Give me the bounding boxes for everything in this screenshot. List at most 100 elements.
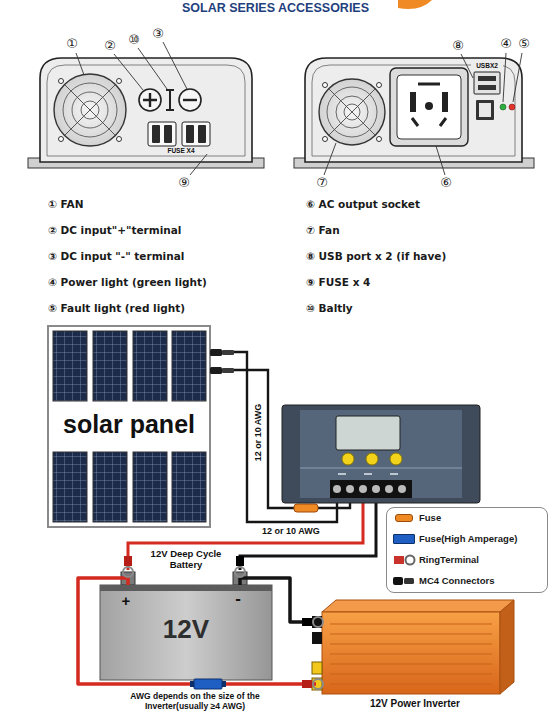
inverter-drawing [322,600,514,612]
legend-sample [393,556,415,586]
inverter-ac-end-view [294,58,534,168]
inverter-ac-end-view [319,79,385,145]
wire [128,498,363,570]
mc4-connector [210,349,222,356]
legend-swatch [395,514,413,522]
inverter-dc-end-view [148,122,176,146]
inverter-dc-end-view [186,125,194,143]
charge-controller [398,485,406,493]
ring-terminal [124,556,132,566]
inverter-ac-end-view [476,100,494,120]
ring-terminal [313,617,323,627]
panel-label: solar panel [48,410,210,439]
charge-controller [300,410,462,498]
inverter-ac-end-view [390,68,468,146]
inverter-dc-end-view [47,65,245,156]
legend-row: Fuse [387,511,545,525]
inverter-dc-end-view [179,89,201,111]
inverter-dc-end-view [152,125,160,143]
callout-number: ⑦ [313,174,331,192]
legend-sample [406,556,415,565]
battery-drawing [100,585,272,680]
callout-number: ④ [497,35,515,53]
wire-gauge: 12 or 10 AWG [252,392,263,472]
ring-terminal [123,567,323,689]
inverter-ac-end-view [377,83,382,88]
inverter-ac-end-view [478,76,496,81]
part-list-item: ⑨ FUSE x 4 [306,276,370,288]
inverter-dc-end-view [198,125,206,143]
inverter-drawing [500,600,514,694]
callout-number: ② [101,37,119,55]
inverter-dc-end-view [117,79,122,84]
negative-cable [240,578,316,622]
inverter-ac-end-view [442,92,448,112]
inverter-ac-end-view [500,104,506,110]
battery-drawing [100,585,272,591]
inverter-ac-end-view [305,58,522,162]
charge-controller [300,468,462,469]
inverter-drawing [312,678,322,690]
leader-line [163,42,187,89]
inverter-dc-end-view [182,122,210,146]
inverter-ac-end-view [329,89,375,135]
inverter-dc-end-view [143,93,157,107]
charge-controller [342,453,354,465]
solar-panel-drawing [53,331,87,401]
part-list-item: ② DC input"+"terminal [48,224,181,236]
polarity-mark: - [230,589,246,609]
battery: 12V Deep Cycle Battery+-12V [100,585,276,680]
charge-controller [336,416,400,450]
inverter-dc-end-view [183,99,197,101]
charge-controller [282,405,480,503]
ring-terminal [302,680,312,688]
solar-panel-drawing [93,331,127,401]
legend-sample [394,556,404,564]
solar-panel-drawing [48,326,210,527]
inverter-dc-end-view [59,79,64,84]
legend-box: FuseFuse(High Amperage)RingTerminalMC4 C… [386,507,548,593]
callout-number: ③ [149,25,167,43]
charge-controller [372,485,380,493]
inverter-dc-end-view [139,89,161,111]
inverter-ac-end-view [377,137,382,142]
mc4-connector [222,350,234,355]
inverter-dc-end-view [40,58,252,162]
charge-controller [390,453,402,465]
inverter-ac-end-view [312,65,515,156]
inverter-label: 12V Power Inverter [306,698,524,710]
solar-panel-drawing [133,331,167,401]
high-amperage-fuse [222,681,226,687]
charge-controller [359,485,367,493]
callout-number: ⑤ [515,35,533,53]
charge-controller [333,485,341,493]
inverter-ac-end-view [410,92,416,112]
legend-row: MC4 Connectors [387,574,545,588]
inverter-ac-end-view [479,103,491,117]
inverter-ac-end-view [327,87,377,137]
inverter-ac-end-view [474,72,500,94]
inverter-dc-end-view [65,85,115,135]
charge-controller [330,480,412,498]
legend-sample [404,578,414,584]
callout-number: ⑨ [175,174,193,192]
charge-controller [366,453,378,465]
solar-panel-drawing [133,452,167,522]
inverter-drawing [312,616,322,628]
leader-line [513,53,522,102]
page-title: SOLAR SERIES ACCESSORIES [0,1,551,15]
battery-label: 12V Deep Cycle Battery [143,549,229,571]
inverter-ac-end-view [323,83,328,88]
wire-note: AWG depends on the size of the Inverter(… [115,692,275,712]
part-list-item: ⑧ USB port x 2 (if have) [306,250,446,262]
inverter-dc-end-view [166,90,174,110]
inverter-drawing [330,624,492,684]
high-amperage-fuse [194,679,222,689]
solar-panel-drawing [93,452,127,522]
callout-number: ① [63,35,81,53]
